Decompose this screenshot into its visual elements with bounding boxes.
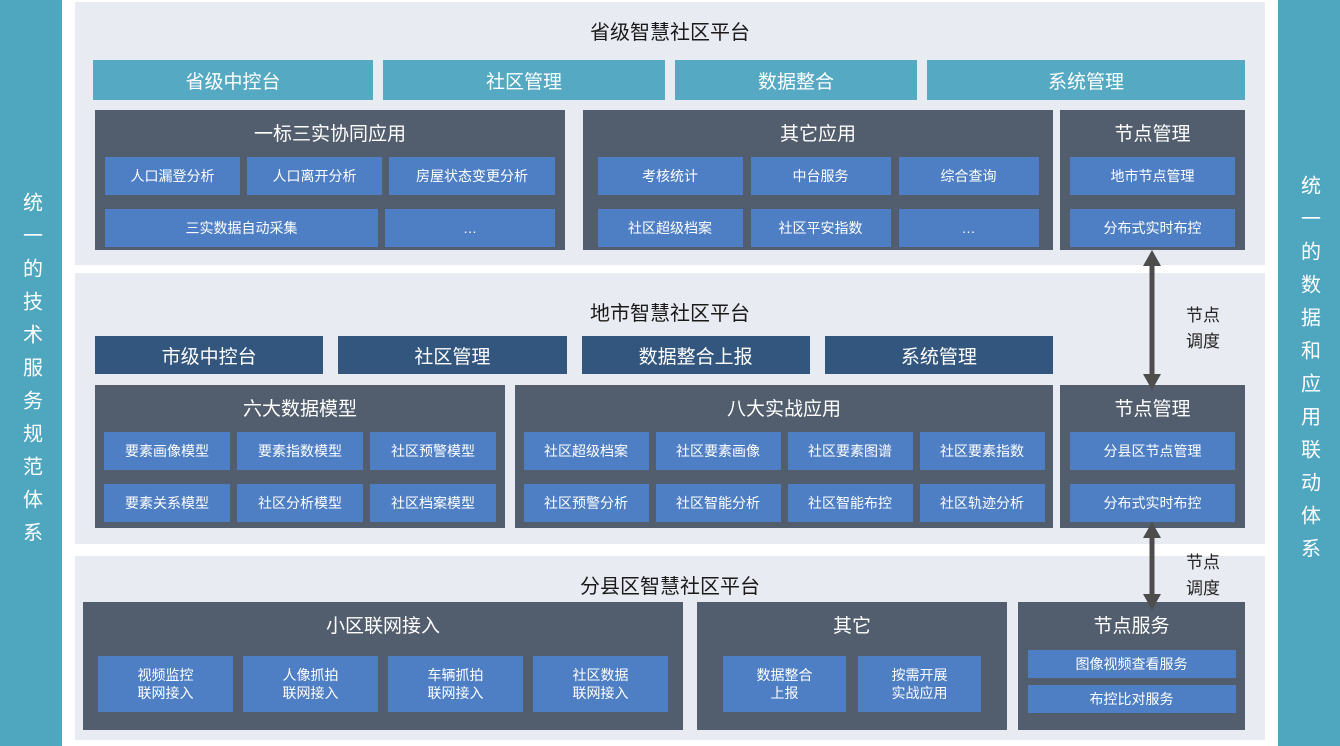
provincial-nav-community-mgmt: 社区管理 [383, 60, 665, 100]
section-city-platform: 地市智慧社区平台 市级中控台 社区管理 数据整合上报 系统管理 六大数据模型 要… [75, 273, 1265, 544]
chip: 车辆抓拍 联网接入 [388, 656, 523, 712]
button-row: 社区超级档案 社区平安指数 … [583, 209, 1053, 247]
panel-node-management-city: 节点管理 分县区节点管理 分布式实时布控 [1060, 385, 1245, 528]
chip: 人像抓拍 联网接入 [243, 656, 378, 712]
provincial-nav-row: 省级中控台 社区管理 数据整合 系统管理 [93, 60, 1245, 100]
chip: 分县区节点管理 [1070, 432, 1235, 470]
chip: 中台服务 [750, 157, 891, 195]
section-county-platform: 分县区智慧社区平台 小区联网接入 视频监控 联网接入 人像抓拍 联网接入 车辆抓… [75, 556, 1265, 740]
chip: 社区超级档案 [523, 432, 649, 470]
panel-title: 节点管理 [1114, 124, 1191, 145]
button-row: 要素关系模型 社区分析模型 社区档案模型 [95, 484, 505, 522]
chip: 布控比对服务 [1027, 685, 1236, 713]
panel-other-apps: 其它应用 考核统计 中台服务 综合查询 社区超级档案 社区平安指数 … [583, 110, 1053, 250]
panel-title: 节点管理 [1114, 399, 1191, 420]
left-banner-text: 统一的技术服务规范体系 [19, 191, 42, 555]
chip: 社区智能分析 [655, 484, 781, 522]
chip: 综合查询 [898, 157, 1039, 195]
button-row: 视频监控 联网接入 人像抓拍 联网接入 车辆抓拍 联网接入 社区数据 联网接入 [83, 656, 683, 712]
left-banner: 统一的技术服务规范体系 [0, 0, 62, 746]
provincial-nav-data-integration: 数据整合 [675, 60, 917, 100]
chip: 社区预警分析 [523, 484, 649, 522]
panel-node-management-provincial: 节点管理 地市节点管理 分布式实时布控 [1060, 110, 1245, 250]
panel-title: 一标三实协同应用 [253, 124, 406, 145]
chip: 社区数据 联网接入 [533, 656, 668, 712]
node-scheduling-label-bottom: 节点 调度 [1186, 553, 1220, 599]
right-banner: 统一的数据和应用联动体系 [1278, 0, 1340, 746]
chip: 人口漏登分析 [105, 157, 240, 195]
panel-community-network-access: 小区联网接入 视频监控 联网接入 人像抓拍 联网接入 车辆抓拍 联网接入 社区数… [83, 602, 683, 730]
chip: 图像视频查看服务 [1027, 650, 1236, 678]
chip: 要素画像模型 [104, 432, 230, 470]
chip: 分布式实时布控 [1070, 209, 1235, 247]
panel-yibiao-sanshi: 一标三实协同应用 人口漏登分析 人口离开分析 房屋状态变更分析 三实数据自动采集… [95, 110, 565, 250]
chip: 社区智能布控 [787, 484, 913, 522]
panel-eight-combat-apps: 八大实战应用 社区超级档案 社区要素画像 社区要素图谱 社区要素指数 社区预警分… [515, 385, 1053, 528]
section-provincial-platform: 省级智慧社区平台 省级中控台 社区管理 数据整合 系统管理 一标三实协同应用 人… [75, 2, 1265, 265]
button-row: 三实数据自动采集 … [95, 209, 565, 247]
button-row: 社区超级档案 社区要素画像 社区要素图谱 社区要素指数 [515, 432, 1053, 470]
panel-title: 节点服务 [1093, 616, 1170, 637]
chip: 视频监控 联网接入 [98, 656, 233, 712]
provincial-nav-console: 省级中控台 [93, 60, 373, 100]
button-row: 分布式实时布控 [1060, 209, 1245, 247]
provincial-nav-system-mgmt: 系统管理 [927, 60, 1245, 100]
chip: 要素指数模型 [237, 432, 363, 470]
panel-title: 六大数据模型 [242, 399, 357, 420]
chip: 社区平安指数 [750, 209, 891, 247]
chip: 社区轨迹分析 [919, 484, 1045, 522]
panel-title: 八大实战应用 [726, 399, 841, 420]
city-nav-console: 市级中控台 [95, 336, 324, 374]
city-nav-community-mgmt: 社区管理 [338, 336, 567, 374]
chip: 社区要素图谱 [787, 432, 913, 470]
button-row: 地市节点管理 [1060, 157, 1245, 195]
city-title: 地市智慧社区平台 [590, 303, 750, 325]
panel-county-other: 其它 数据整合 上报 按需开展 实战应用 [697, 602, 1007, 730]
button-row: 分县区节点管理 [1060, 432, 1245, 470]
chip: 社区要素指数 [919, 432, 1045, 470]
button-row: 分布式实时布控 [1060, 484, 1245, 522]
chip: 社区预警模型 [370, 432, 496, 470]
chip: 三实数据自动采集 [105, 209, 378, 247]
right-banner-text: 统一的数据和应用联动体系 [1297, 175, 1320, 571]
node-scheduling-arrow-bottom [1143, 522, 1161, 610]
node-scheduling-arrow-top [1143, 250, 1161, 390]
chip: 社区超级档案 [597, 209, 743, 247]
city-nav-system-mgmt: 系统管理 [824, 336, 1053, 374]
panel-six-data-models: 六大数据模型 要素画像模型 要素指数模型 社区预警模型 要素关系模型 社区分析模… [95, 385, 505, 528]
chip: 数据整合 上报 [723, 656, 846, 712]
chip-ellipsis: … [898, 209, 1039, 247]
panel-title: 其它应用 [779, 124, 856, 145]
chip: 按需开展 实战应用 [858, 656, 981, 712]
button-row: 数据整合 上报 按需开展 实战应用 [697, 656, 1007, 712]
city-nav-data-report: 数据整合上报 [581, 336, 810, 374]
node-scheduling-label-top: 节点 调度 [1186, 306, 1220, 352]
button-row: 布控比对服务 [1018, 685, 1245, 713]
chip: 分布式实时布控 [1070, 484, 1235, 522]
county-title: 分县区智慧社区平台 [580, 576, 760, 598]
chip-ellipsis: … [385, 209, 555, 247]
button-row: 图像视频查看服务 [1018, 650, 1245, 678]
chip: 地市节点管理 [1070, 157, 1235, 195]
chip: 社区分析模型 [237, 484, 363, 522]
city-nav-row: 市级中控台 社区管理 数据整合上报 系统管理 [95, 336, 1053, 374]
chip: 考核统计 [597, 157, 743, 195]
panel-title: 小区联网接入 [325, 616, 440, 637]
chip: 房屋状态变更分析 [389, 157, 555, 195]
button-row: 人口漏登分析 人口离开分析 房屋状态变更分析 [95, 157, 565, 195]
provincial-title: 省级智慧社区平台 [590, 22, 750, 44]
chip: 社区要素画像 [655, 432, 781, 470]
button-row: 社区预警分析 社区智能分析 社区智能布控 社区轨迹分析 [515, 484, 1053, 522]
button-row: 要素画像模型 要素指数模型 社区预警模型 [95, 432, 505, 470]
panel-title: 其它 [832, 616, 871, 637]
chip: 人口离开分析 [247, 157, 382, 195]
button-row: 考核统计 中台服务 综合查询 [583, 157, 1053, 195]
chip: 要素关系模型 [104, 484, 230, 522]
chip: 社区档案模型 [370, 484, 496, 522]
panel-node-services: 节点服务 图像视频查看服务 布控比对服务 [1018, 602, 1245, 730]
